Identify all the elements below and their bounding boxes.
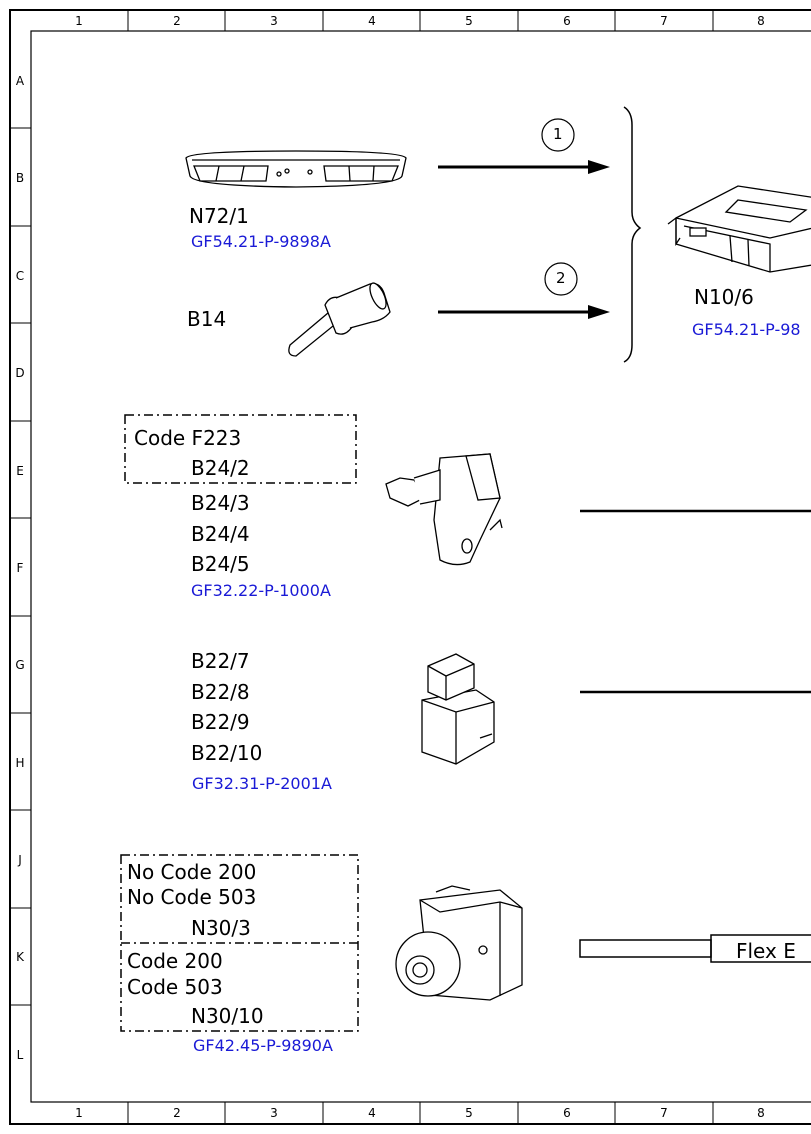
row-label: F	[16, 561, 24, 575]
code-f223-label: Code F223	[134, 426, 242, 450]
control-unit-icon	[667, 185, 811, 273]
component-n30-3-label: N30/3	[191, 916, 251, 940]
row-label: D	[15, 366, 25, 380]
no-code-503-label: No Code 503	[127, 885, 257, 909]
column-label-bottom: 3	[270, 1106, 278, 1120]
component-b22-10-label: B22/10	[191, 741, 263, 765]
row-label: K	[16, 950, 24, 964]
no-code-200-label: No Code 200	[127, 860, 257, 884]
component-b24-3-label: B24/3	[191, 491, 250, 515]
column-label-bottom: 4	[368, 1106, 376, 1120]
column-label: 1	[75, 14, 83, 28]
row-label: J	[18, 853, 22, 867]
grouping-brace	[623, 106, 642, 363]
sheet-frame	[9, 9, 811, 1125]
column-label-bottom: 7	[660, 1106, 668, 1120]
row-label: H	[15, 756, 25, 770]
component-n30-10-label: N30/10	[191, 1004, 264, 1028]
component-b22-9-label: B22/9	[191, 710, 250, 734]
column-label: 4	[368, 14, 376, 28]
component-b22-8-label: B22/8	[191, 680, 250, 704]
code-200-label: Code 200	[127, 949, 223, 973]
component-b24-5-label: B24/5	[191, 552, 250, 576]
column-label: 7	[660, 14, 668, 28]
marker-circle-1	[541, 118, 575, 152]
column-label-bottom: 6	[563, 1106, 571, 1120]
column-label: 8	[757, 14, 765, 28]
hydraulic-unit-icon	[395, 885, 523, 1001]
overhead-control-panel-icon	[185, 150, 407, 188]
column-label-bottom: 1	[75, 1106, 83, 1120]
component-n30-reference[interactable]: GF42.45-P-9890A	[193, 1036, 333, 1055]
flex-bus-line	[579, 934, 811, 963]
marker-number-1: 1	[553, 125, 563, 143]
temperature-sensor-icon	[288, 282, 391, 357]
column-label: 6	[563, 14, 571, 28]
component-n10-6-reference[interactable]: GF54.21-P-98	[692, 320, 801, 339]
row-label: E	[16, 464, 24, 478]
level-sensor-icon	[421, 653, 495, 765]
row-label: C	[15, 269, 25, 283]
column-label: 2	[173, 14, 181, 28]
component-b24-4-label: B24/4	[191, 522, 250, 546]
code-f223-box	[124, 414, 357, 484]
row-label: A	[15, 74, 25, 88]
flex-bus-label: Flex E	[736, 939, 796, 963]
component-n10-6-label: N10/6	[694, 285, 754, 309]
row-label: G	[15, 658, 25, 672]
pressure-sensor-icon	[385, 453, 503, 566]
component-n72-1-label: N72/1	[189, 204, 249, 228]
signal-arrow-2	[438, 262, 610, 319]
component-b24-reference[interactable]: GF32.22-P-1000A	[191, 581, 331, 600]
component-b14-label: B14	[187, 307, 227, 331]
column-label-bottom: 2	[173, 1106, 181, 1120]
component-b22-7-label: B22/7	[191, 649, 250, 673]
column-label-bottom: 8	[757, 1106, 765, 1120]
column-label: 5	[465, 14, 473, 28]
signal-arrow-1	[438, 118, 610, 174]
column-label-bottom: 5	[465, 1106, 473, 1120]
marker-number-2: 2	[556, 269, 566, 287]
component-b22-reference[interactable]: GF32.31-P-2001A	[192, 774, 332, 793]
component-b24-2-label: B24/2	[191, 456, 250, 480]
row-label: B	[15, 171, 25, 185]
row-label: L	[16, 1048, 24, 1062]
component-n72-1-reference[interactable]: GF54.21-P-9898A	[191, 232, 331, 251]
marker-circle-2	[544, 262, 578, 296]
column-label: 3	[270, 14, 278, 28]
code-503-label: Code 503	[127, 975, 223, 999]
